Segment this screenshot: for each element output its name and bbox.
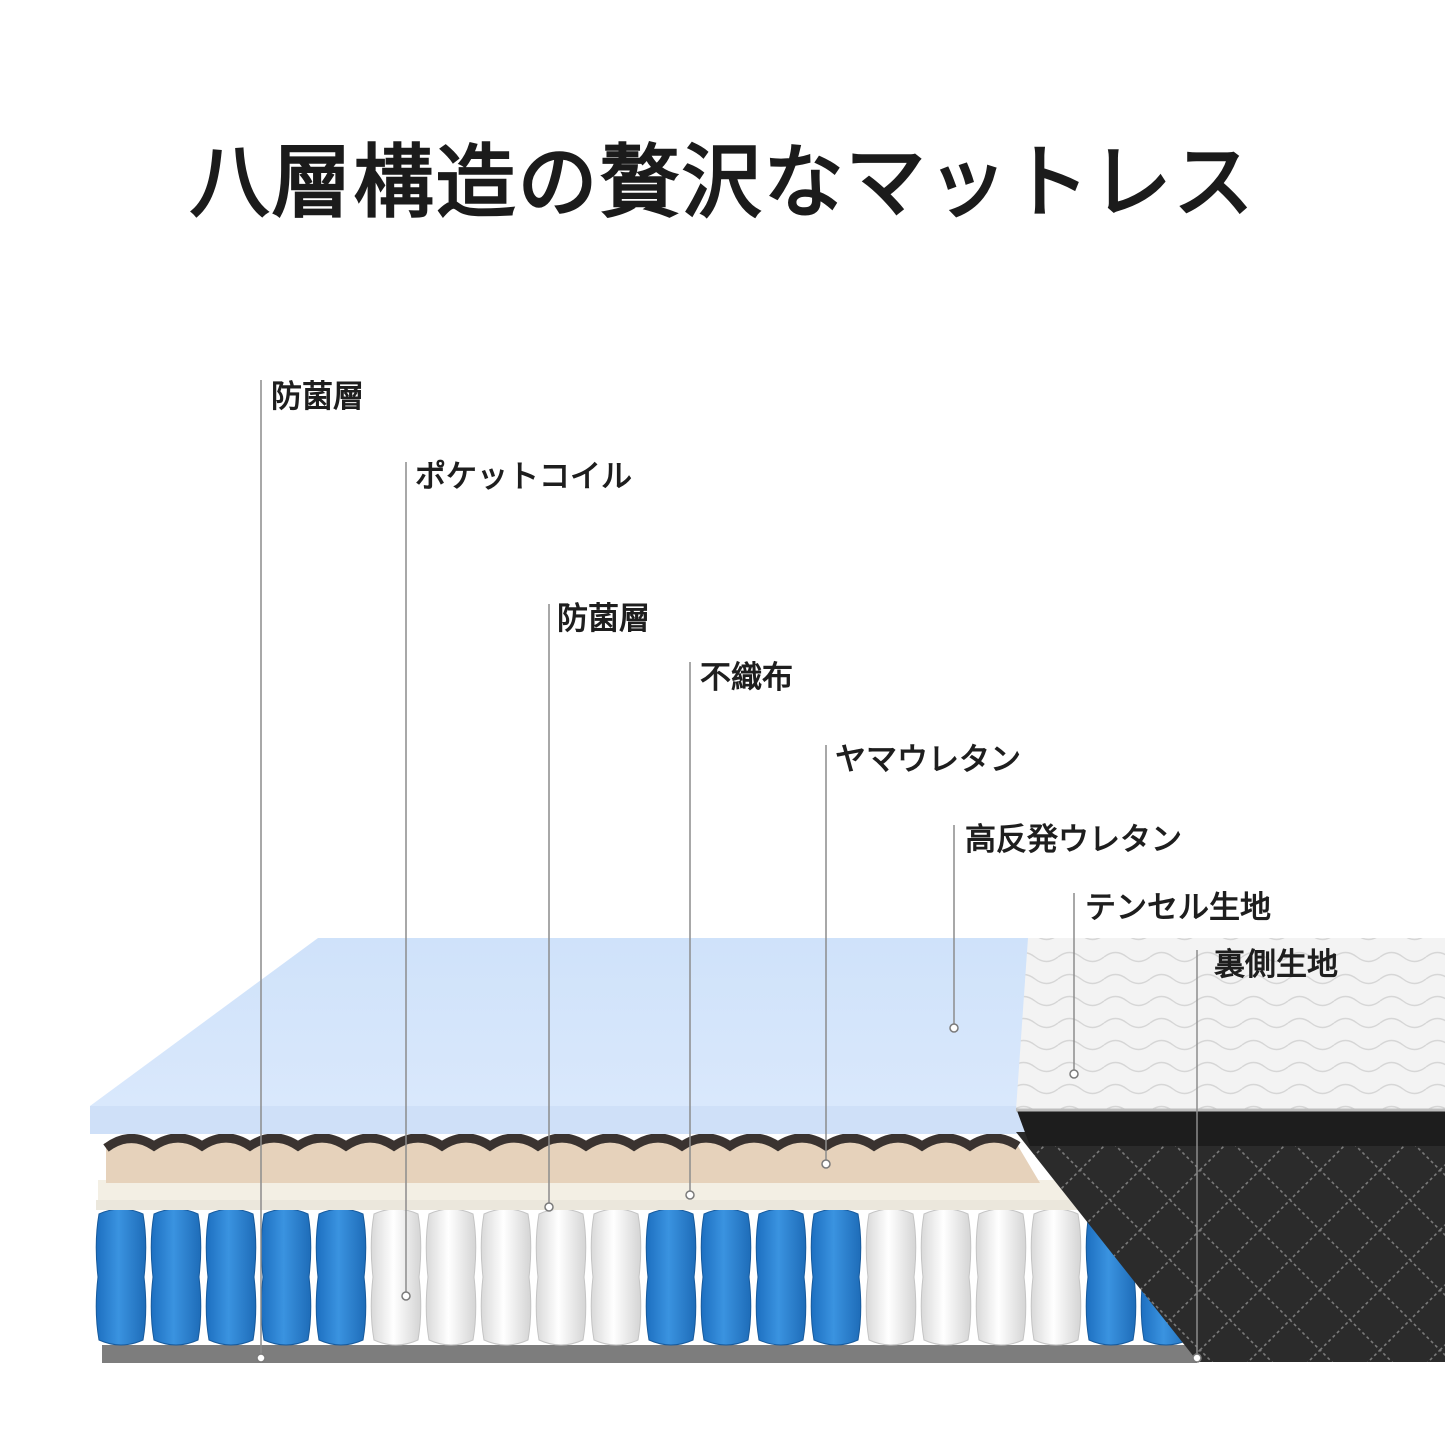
label-antibacterial-mid: 防菌層 <box>557 601 650 637</box>
coil-blue <box>755 1208 807 1346</box>
leader-dot <box>1192 1353 1202 1363</box>
leader-dot <box>1069 1069 1079 1079</box>
coil-white <box>480 1208 532 1346</box>
coil-white <box>975 1208 1027 1346</box>
page-title: 八層構造の贅沢なマットレス <box>189 135 1256 229</box>
coil-blue <box>205 1208 257 1346</box>
coil-white <box>865 1208 917 1346</box>
yama-urethan-layer <box>106 1138 1040 1183</box>
coil-white <box>1030 1208 1082 1346</box>
leader-dot <box>949 1023 959 1033</box>
back-fabric <box>1016 1132 1445 1362</box>
coil-blue <box>700 1208 752 1346</box>
leader-dot <box>401 1291 411 1301</box>
border-band <box>1016 1108 1445 1146</box>
leader-dot <box>544 1202 554 1212</box>
label-tencel: テンセル生地 <box>1085 890 1271 926</box>
coil-white <box>370 1208 422 1346</box>
label-pocket-coil: ポケットコイル <box>415 459 632 495</box>
label-high-rebound: 高反発ウレタン <box>965 822 1182 858</box>
coil-blue <box>810 1208 862 1346</box>
tencel-fabric <box>1016 938 1445 1110</box>
coil-white <box>920 1208 972 1346</box>
coil-blue <box>315 1208 367 1346</box>
high-rebound-urethan-layer <box>90 938 1032 1134</box>
antibacterial-inner-layer <box>96 1200 1078 1210</box>
coil-blue <box>150 1208 202 1346</box>
coil-blue <box>645 1208 697 1346</box>
label-yama-urethan: ヤマウレタン <box>835 742 1021 778</box>
coil-blue <box>260 1208 312 1346</box>
coil-blue <box>95 1208 147 1346</box>
label-back-fabric: 裏側生地 <box>1214 947 1338 983</box>
leader-lines <box>256 380 1202 1363</box>
pocket-coil-row <box>95 1208 1192 1346</box>
coil-white <box>590 1208 642 1346</box>
coil-white <box>535 1208 587 1346</box>
leader-dot <box>685 1190 695 1200</box>
label-nonwoven: 不織布 <box>700 660 793 696</box>
label-antibacterial-top: 防菌層 <box>271 379 364 415</box>
leader-dot <box>256 1353 266 1363</box>
coil-white <box>425 1208 477 1346</box>
leader-dot <box>821 1159 831 1169</box>
base-plate <box>102 1345 1197 1363</box>
